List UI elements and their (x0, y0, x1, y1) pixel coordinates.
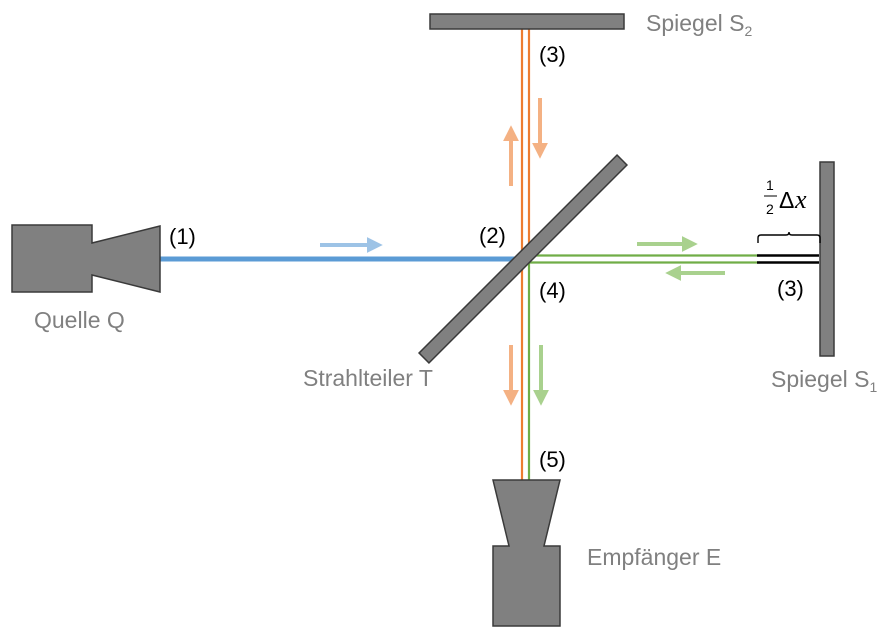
point-label-1: (1) (169, 224, 196, 249)
source-q-shape (11, 224, 161, 293)
beam-splitter-t-shape (417, 153, 629, 365)
mirror-s1-label: Spiegel S1 (771, 366, 877, 395)
displacement-variable: x (794, 185, 807, 214)
mirror-s1-shape (819, 161, 835, 357)
displacement-delta: Δ (779, 187, 794, 213)
point-label-3-right: (3) (777, 276, 804, 301)
point-label-4: (4) (539, 278, 566, 303)
displacement-numerator: 1 (766, 177, 774, 193)
beam-splitter-label: Strahlteiler T (303, 365, 433, 391)
point-label-3-top: (3) (539, 42, 566, 67)
displacement-denominator: 2 (766, 201, 774, 217)
source-label: Quelle Q (34, 307, 125, 333)
receiver-e-shape (492, 479, 561, 627)
mirror-s2-label: Spiegel S2 (646, 10, 752, 39)
point-label-2: (2) (479, 223, 506, 248)
mirror-s2-shape (429, 13, 625, 30)
displacement-brace (757, 231, 821, 243)
receiver-label: Empfänger E (587, 544, 721, 570)
mirror-s2-subscript: 2 (744, 23, 752, 39)
point-label-5: (5) (539, 447, 566, 472)
mirror-s1-subscript: 1 (869, 379, 877, 395)
